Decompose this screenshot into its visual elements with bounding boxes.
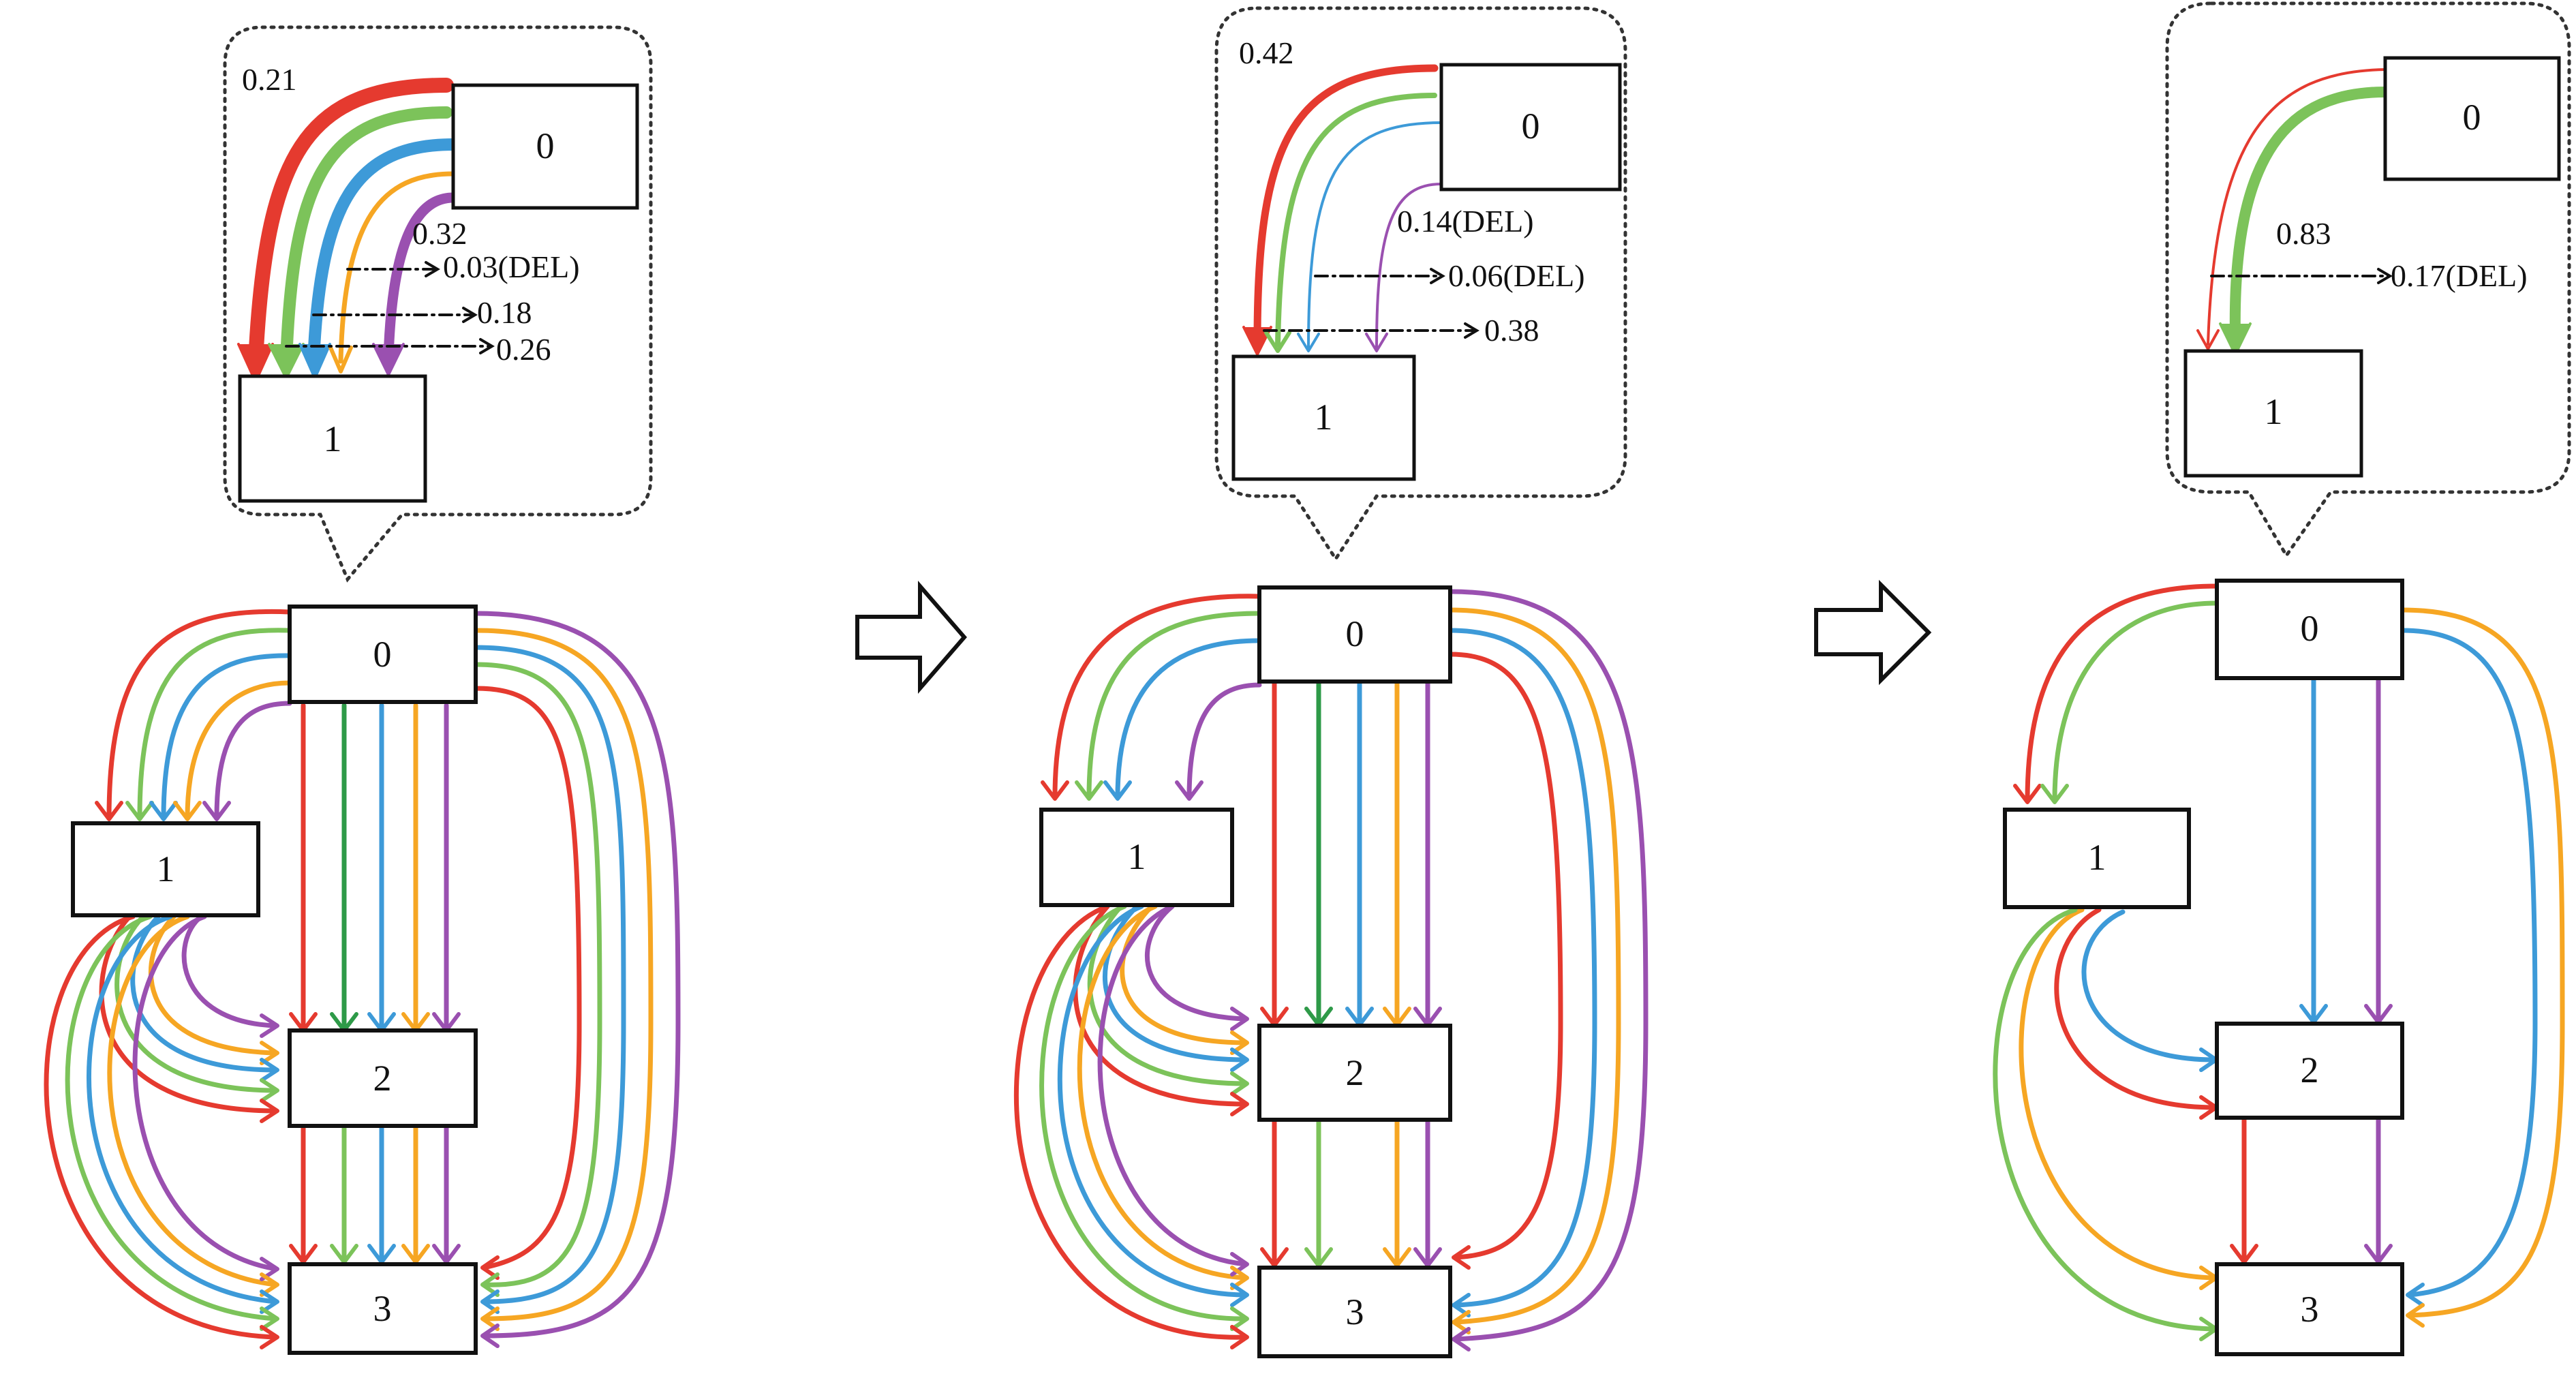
node-1-label: 1 xyxy=(1128,836,1146,877)
panel-1: 0 1 0.21 0.32 0.03(DEL) 0.18 0.26 xyxy=(44,25,681,1355)
callout-node-1-label: 1 xyxy=(2265,391,2283,432)
node-3 xyxy=(2215,1262,2404,1356)
node-2-label: 2 xyxy=(373,1058,392,1099)
node-2 xyxy=(288,1028,478,1128)
prob-label-mid: 0.32 xyxy=(412,216,467,251)
callout-flows xyxy=(1242,64,1479,356)
prob-label-mid: 0.14(DEL) xyxy=(1397,204,1534,239)
node-2-label: 2 xyxy=(2301,1050,2319,1090)
callout-bubble xyxy=(1214,6,1627,562)
graph-flows xyxy=(1993,583,2565,1332)
callout-flows xyxy=(2196,68,2393,356)
node-3-label: 3 xyxy=(1346,1291,1364,1332)
prob-label-top: 0.42 xyxy=(1239,35,1294,70)
callout-node-0 xyxy=(1439,63,1622,192)
del-label-3: 0.26 xyxy=(496,332,551,367)
callout-node-0 xyxy=(451,83,639,210)
node-2-label: 2 xyxy=(1346,1052,1364,1093)
del-label-2: 0.38 xyxy=(1484,313,1539,348)
del-label-1: 0.17(DEL) xyxy=(2391,258,2528,293)
prob-label-mid: 0.83 xyxy=(2276,216,2331,251)
callout-node-1-label: 1 xyxy=(324,418,342,459)
transition-arrow-1 xyxy=(855,580,967,694)
node-0-label: 0 xyxy=(373,634,392,675)
transition-arrow-2 xyxy=(1814,579,1932,686)
node-2 xyxy=(2215,1022,2404,1120)
node-1-label: 1 xyxy=(2088,837,2106,878)
node-3 xyxy=(1257,1266,1452,1358)
callout-bubble xyxy=(223,25,653,583)
node-0 xyxy=(1257,585,1452,684)
callout-bubble xyxy=(2165,1,2571,559)
node-1 xyxy=(2003,808,2191,909)
node-3-label: 3 xyxy=(373,1288,392,1329)
node-0 xyxy=(2215,579,2404,680)
callout-node-1 xyxy=(2183,349,2363,478)
del-label-2: 0.18 xyxy=(477,295,532,330)
node-3-label: 3 xyxy=(2301,1289,2319,1330)
del-label-1: 0.03(DEL) xyxy=(443,249,580,284)
callout-node-1 xyxy=(1231,354,1416,481)
node-1 xyxy=(1039,808,1234,907)
node-3 xyxy=(288,1262,478,1355)
panel-2: 0 1 0.42 0.14(DEL) 0.06(DEL) 0.38 xyxy=(1013,6,1649,1358)
callout-node-0-label: 0 xyxy=(2463,97,2481,138)
callout-node-0 xyxy=(2383,56,2561,181)
callout-node-0-label: 0 xyxy=(1522,106,1540,147)
node-0 xyxy=(288,605,478,704)
node-1 xyxy=(71,821,260,917)
node-0-label: 0 xyxy=(1346,613,1364,654)
graph-flows xyxy=(44,609,681,1340)
callout-node-1 xyxy=(238,374,427,503)
node-2 xyxy=(1257,1024,1452,1122)
callout-node-1-label: 1 xyxy=(1315,397,1333,438)
node-0-label: 0 xyxy=(2301,608,2319,649)
graph-arrowheads xyxy=(95,801,500,1349)
node-1-label: 1 xyxy=(157,848,175,889)
graph-flows xyxy=(1013,589,1649,1342)
panel-3: 0 1 0.83 0.17(DEL) xyxy=(1993,1,2571,1356)
callout-node-0-label: 0 xyxy=(536,125,555,166)
del-label-1: 0.06(DEL) xyxy=(1448,258,1585,293)
prob-label-top: 0.21 xyxy=(242,62,297,97)
